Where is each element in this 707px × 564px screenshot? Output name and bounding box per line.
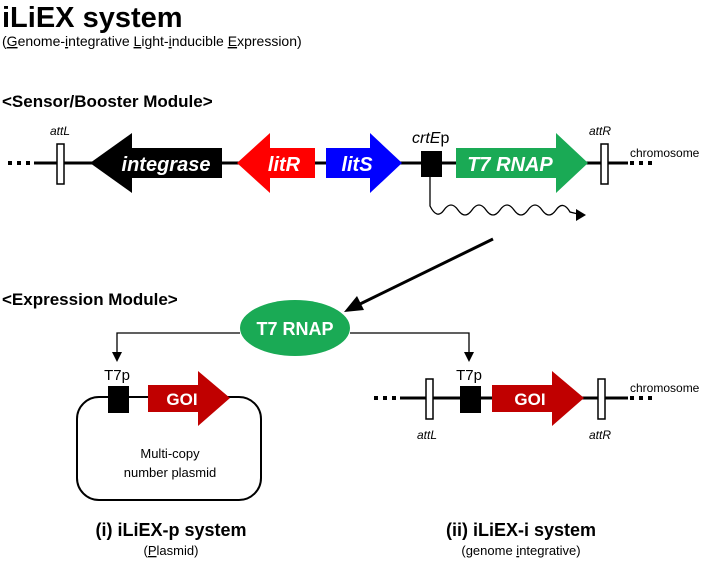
attL-site xyxy=(56,143,65,185)
integrase-gene-arrow xyxy=(90,133,222,193)
t7p-promoter-right xyxy=(460,386,481,413)
connector-left-head xyxy=(112,352,122,362)
chromosome-label-top: chromosome xyxy=(630,146,700,160)
attR-label-right: attR xyxy=(589,428,611,442)
goi-label-right: GOI xyxy=(514,390,545,409)
sensor-module-heading: <Sensor/Booster Module> xyxy=(2,92,213,111)
transcript-wave xyxy=(429,177,579,216)
system-p-subtitle: (Plasmid) xyxy=(144,543,199,558)
litS-label: litS xyxy=(341,154,373,176)
system-i-subtitle: (genome integrative) xyxy=(461,543,580,558)
goi-arrow-left xyxy=(148,371,230,426)
litR-gene-arrow xyxy=(237,133,315,193)
litR-label: litR xyxy=(268,154,301,176)
attL-label-right: attL xyxy=(417,428,437,442)
attR-label: attR xyxy=(589,124,611,138)
plasmid-label-line2: number plasmid xyxy=(124,465,217,480)
expression-module-heading: <Expression Module> xyxy=(2,290,178,309)
crtE-promoter-label: crtEp xyxy=(412,130,449,147)
litS-gene-arrow xyxy=(326,133,402,193)
attL-site-right xyxy=(425,378,434,420)
connector-right-head xyxy=(464,352,474,362)
translation-arrowhead xyxy=(344,296,364,312)
t7rnap-protein-label: T7 RNAP xyxy=(256,319,333,339)
t7p-label-right: T7p xyxy=(456,367,482,384)
connector-right xyxy=(350,332,470,353)
system-p-title: (i) iLiEX-p system xyxy=(95,520,246,540)
t7p-label-left: T7p xyxy=(104,367,130,384)
attR-site-right xyxy=(597,378,606,420)
crtE-promoter-box xyxy=(421,151,442,177)
transcript-arrowhead xyxy=(576,209,586,221)
t7p-promoter-left xyxy=(108,386,129,413)
page-subtitle: (Genome-integrative Light-inducible Expr… xyxy=(2,33,302,49)
plasmid-label-line1: Multi-copy xyxy=(140,446,200,461)
t7rnap-gene-label: T7 RNAP xyxy=(467,154,553,176)
goi-label-left: GOI xyxy=(166,390,197,409)
attR-site xyxy=(600,143,609,185)
connector-left xyxy=(116,332,240,353)
attL-label: attL xyxy=(50,124,70,138)
t7rnap-gene-arrow xyxy=(456,133,588,193)
translation-arrow xyxy=(357,237,494,307)
page-title: iLiEX system xyxy=(2,2,183,34)
integrase-label: integrase xyxy=(122,154,211,176)
system-i-title: (ii) iLiEX-i system xyxy=(446,520,596,540)
chromosome-label-bottom: chromosome xyxy=(630,381,700,395)
goi-arrow-right xyxy=(492,371,584,426)
t7rnap-protein xyxy=(240,300,350,356)
